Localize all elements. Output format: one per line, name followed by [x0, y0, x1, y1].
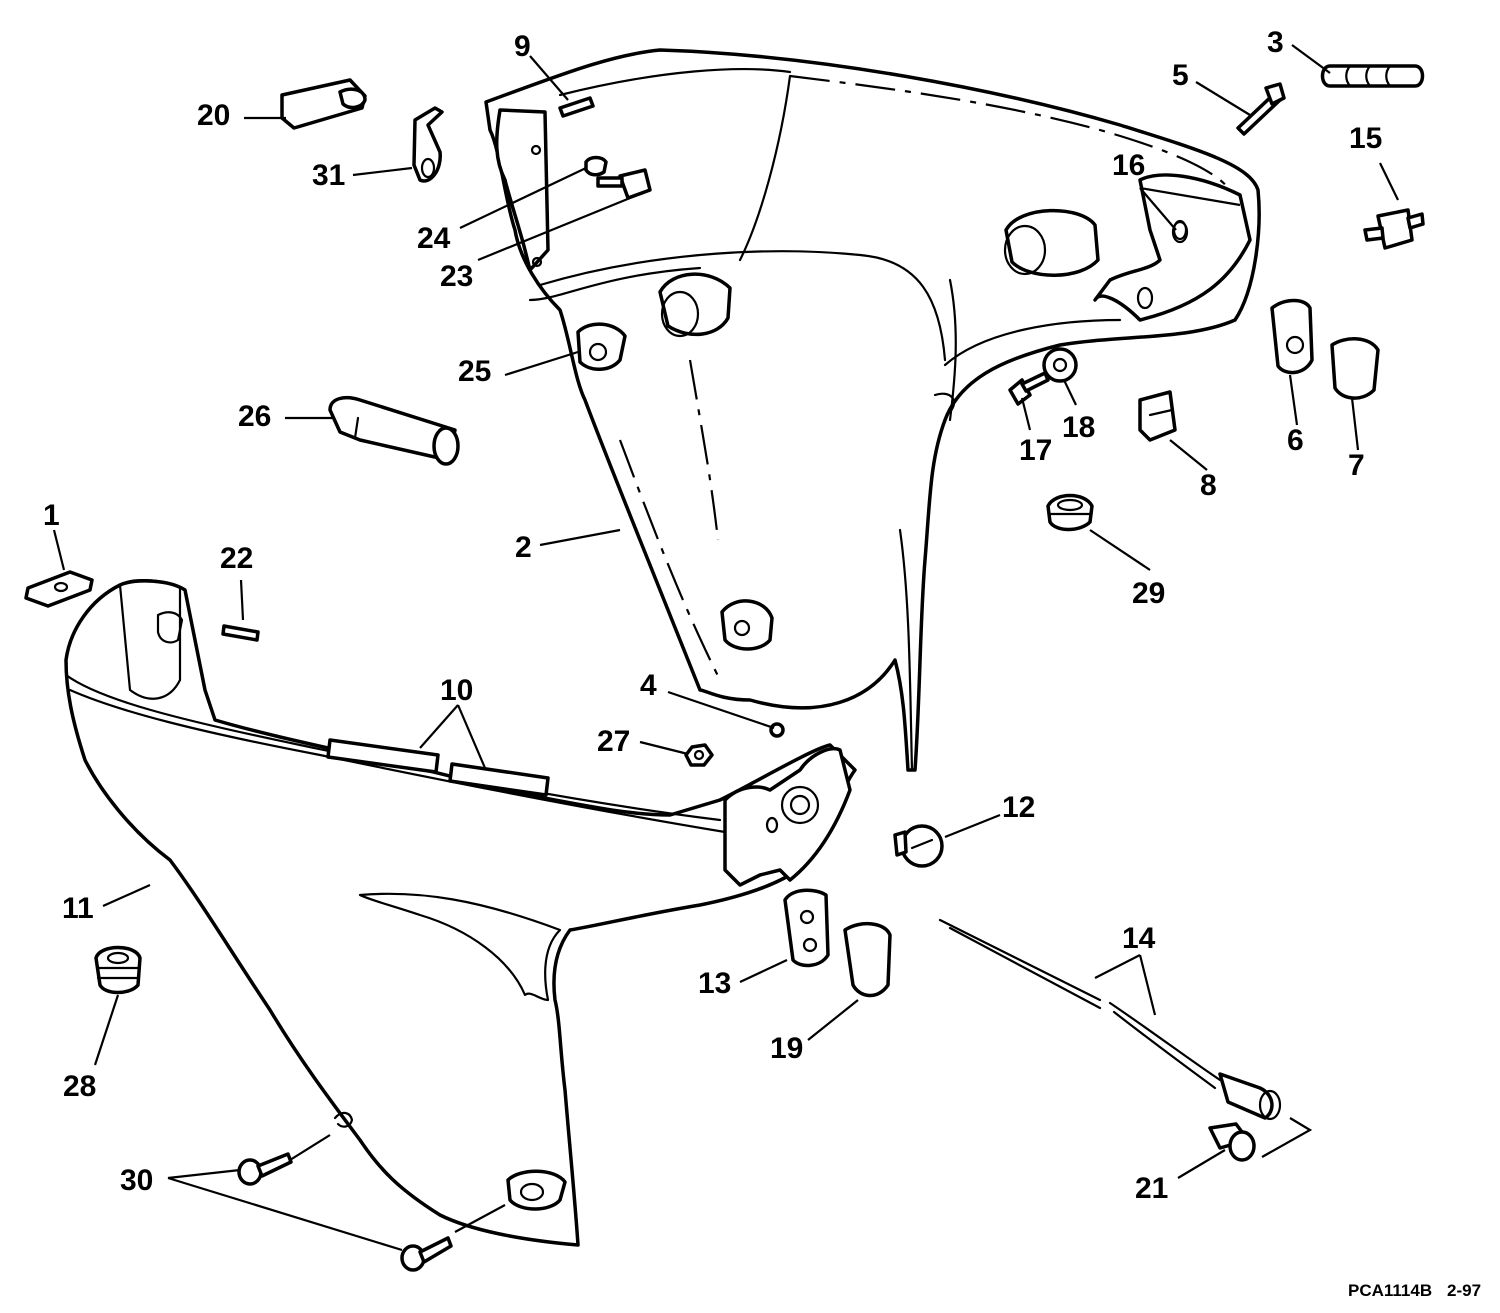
part-19-pad: [843, 922, 892, 998]
callout-31: 31: [312, 159, 345, 192]
callout-3: 3: [1267, 26, 1284, 59]
callout-5: 5: [1172, 59, 1189, 92]
part-20-latch: [280, 78, 367, 130]
callout-9: 9: [514, 30, 531, 63]
part-29-grommet: [1046, 493, 1094, 532]
part-3-spacer: [1320, 64, 1425, 88]
part-26-tube: [328, 396, 460, 466]
callout-14: 14: [1122, 922, 1156, 955]
small-parts: [24, 64, 1425, 1272]
callout-1: 1: [43, 499, 60, 532]
part-14-cable: [938, 918, 1282, 1121]
part-17-bolt: [1008, 371, 1050, 406]
callout-10: 10: [440, 674, 473, 707]
part-10-strip-a: [326, 738, 440, 774]
part-12-fastener: [893, 824, 944, 868]
part-28-grommet: [94, 945, 142, 995]
callout-11: 11: [62, 892, 94, 925]
part-30-screw-a: [237, 1152, 293, 1186]
part-15-valve: [1363, 208, 1425, 250]
callout-2: 2: [515, 531, 532, 564]
callout-18: 18: [1062, 411, 1095, 444]
part-4-nut: [769, 722, 785, 738]
part-21-plunger: [1208, 1122, 1256, 1162]
callout-12: 12: [1002, 791, 1035, 824]
part-13-bracket: [783, 888, 830, 968]
figure-code: PCA1114B: [1348, 1281, 1432, 1300]
part-8-clip: [1138, 390, 1177, 442]
callout-20: 20: [197, 99, 230, 132]
callout-17: 17: [1019, 434, 1052, 467]
callout-8: 8: [1200, 469, 1217, 502]
part-22-screw: [221, 624, 260, 642]
callout-27: 27: [597, 725, 630, 758]
figure-date: 2-97: [1447, 1281, 1481, 1300]
part-7-pad: [1330, 337, 1380, 400]
callout-labels: 1 2 3 4 5 6 7 8 9 10 11 12 13 14 15 16 1…: [43, 26, 1382, 1205]
callout-7: 7: [1348, 449, 1365, 482]
callout-30: 30: [120, 1164, 153, 1197]
callout-4: 4: [640, 669, 657, 702]
part-27-nut: [684, 743, 714, 767]
part-10-strip-b: [448, 762, 550, 797]
part-23-screw: [596, 168, 652, 200]
part-30-screw-b: [400, 1236, 453, 1272]
part-9-screw: [558, 96, 595, 118]
part-18-washer: [1042, 347, 1078, 383]
callout-23: 23: [440, 260, 473, 293]
callout-13: 13: [698, 967, 731, 1000]
part-31-hook: [412, 106, 444, 183]
callout-6: 6: [1287, 424, 1304, 457]
lower-cowl-part-11: [64, 578, 857, 1247]
callout-26: 26: [238, 400, 271, 433]
callout-19: 19: [770, 1032, 803, 1065]
part-1-grommet-block: [24, 570, 94, 608]
part-24-washer: [584, 155, 608, 177]
callout-25: 25: [458, 355, 491, 388]
leader-lines: [52, 44, 1399, 1252]
callout-28: 28: [63, 1070, 96, 1103]
callout-29: 29: [1132, 577, 1165, 610]
callout-21: 21: [1135, 1172, 1168, 1205]
part-16-washer: [1171, 220, 1189, 244]
callout-16: 16: [1112, 149, 1145, 182]
callout-22: 22: [220, 542, 253, 575]
callout-24: 24: [417, 222, 451, 255]
upper-cowl-part-2: [484, 48, 1261, 772]
part-5-screw: [1236, 82, 1286, 136]
callout-15: 15: [1349, 122, 1382, 155]
